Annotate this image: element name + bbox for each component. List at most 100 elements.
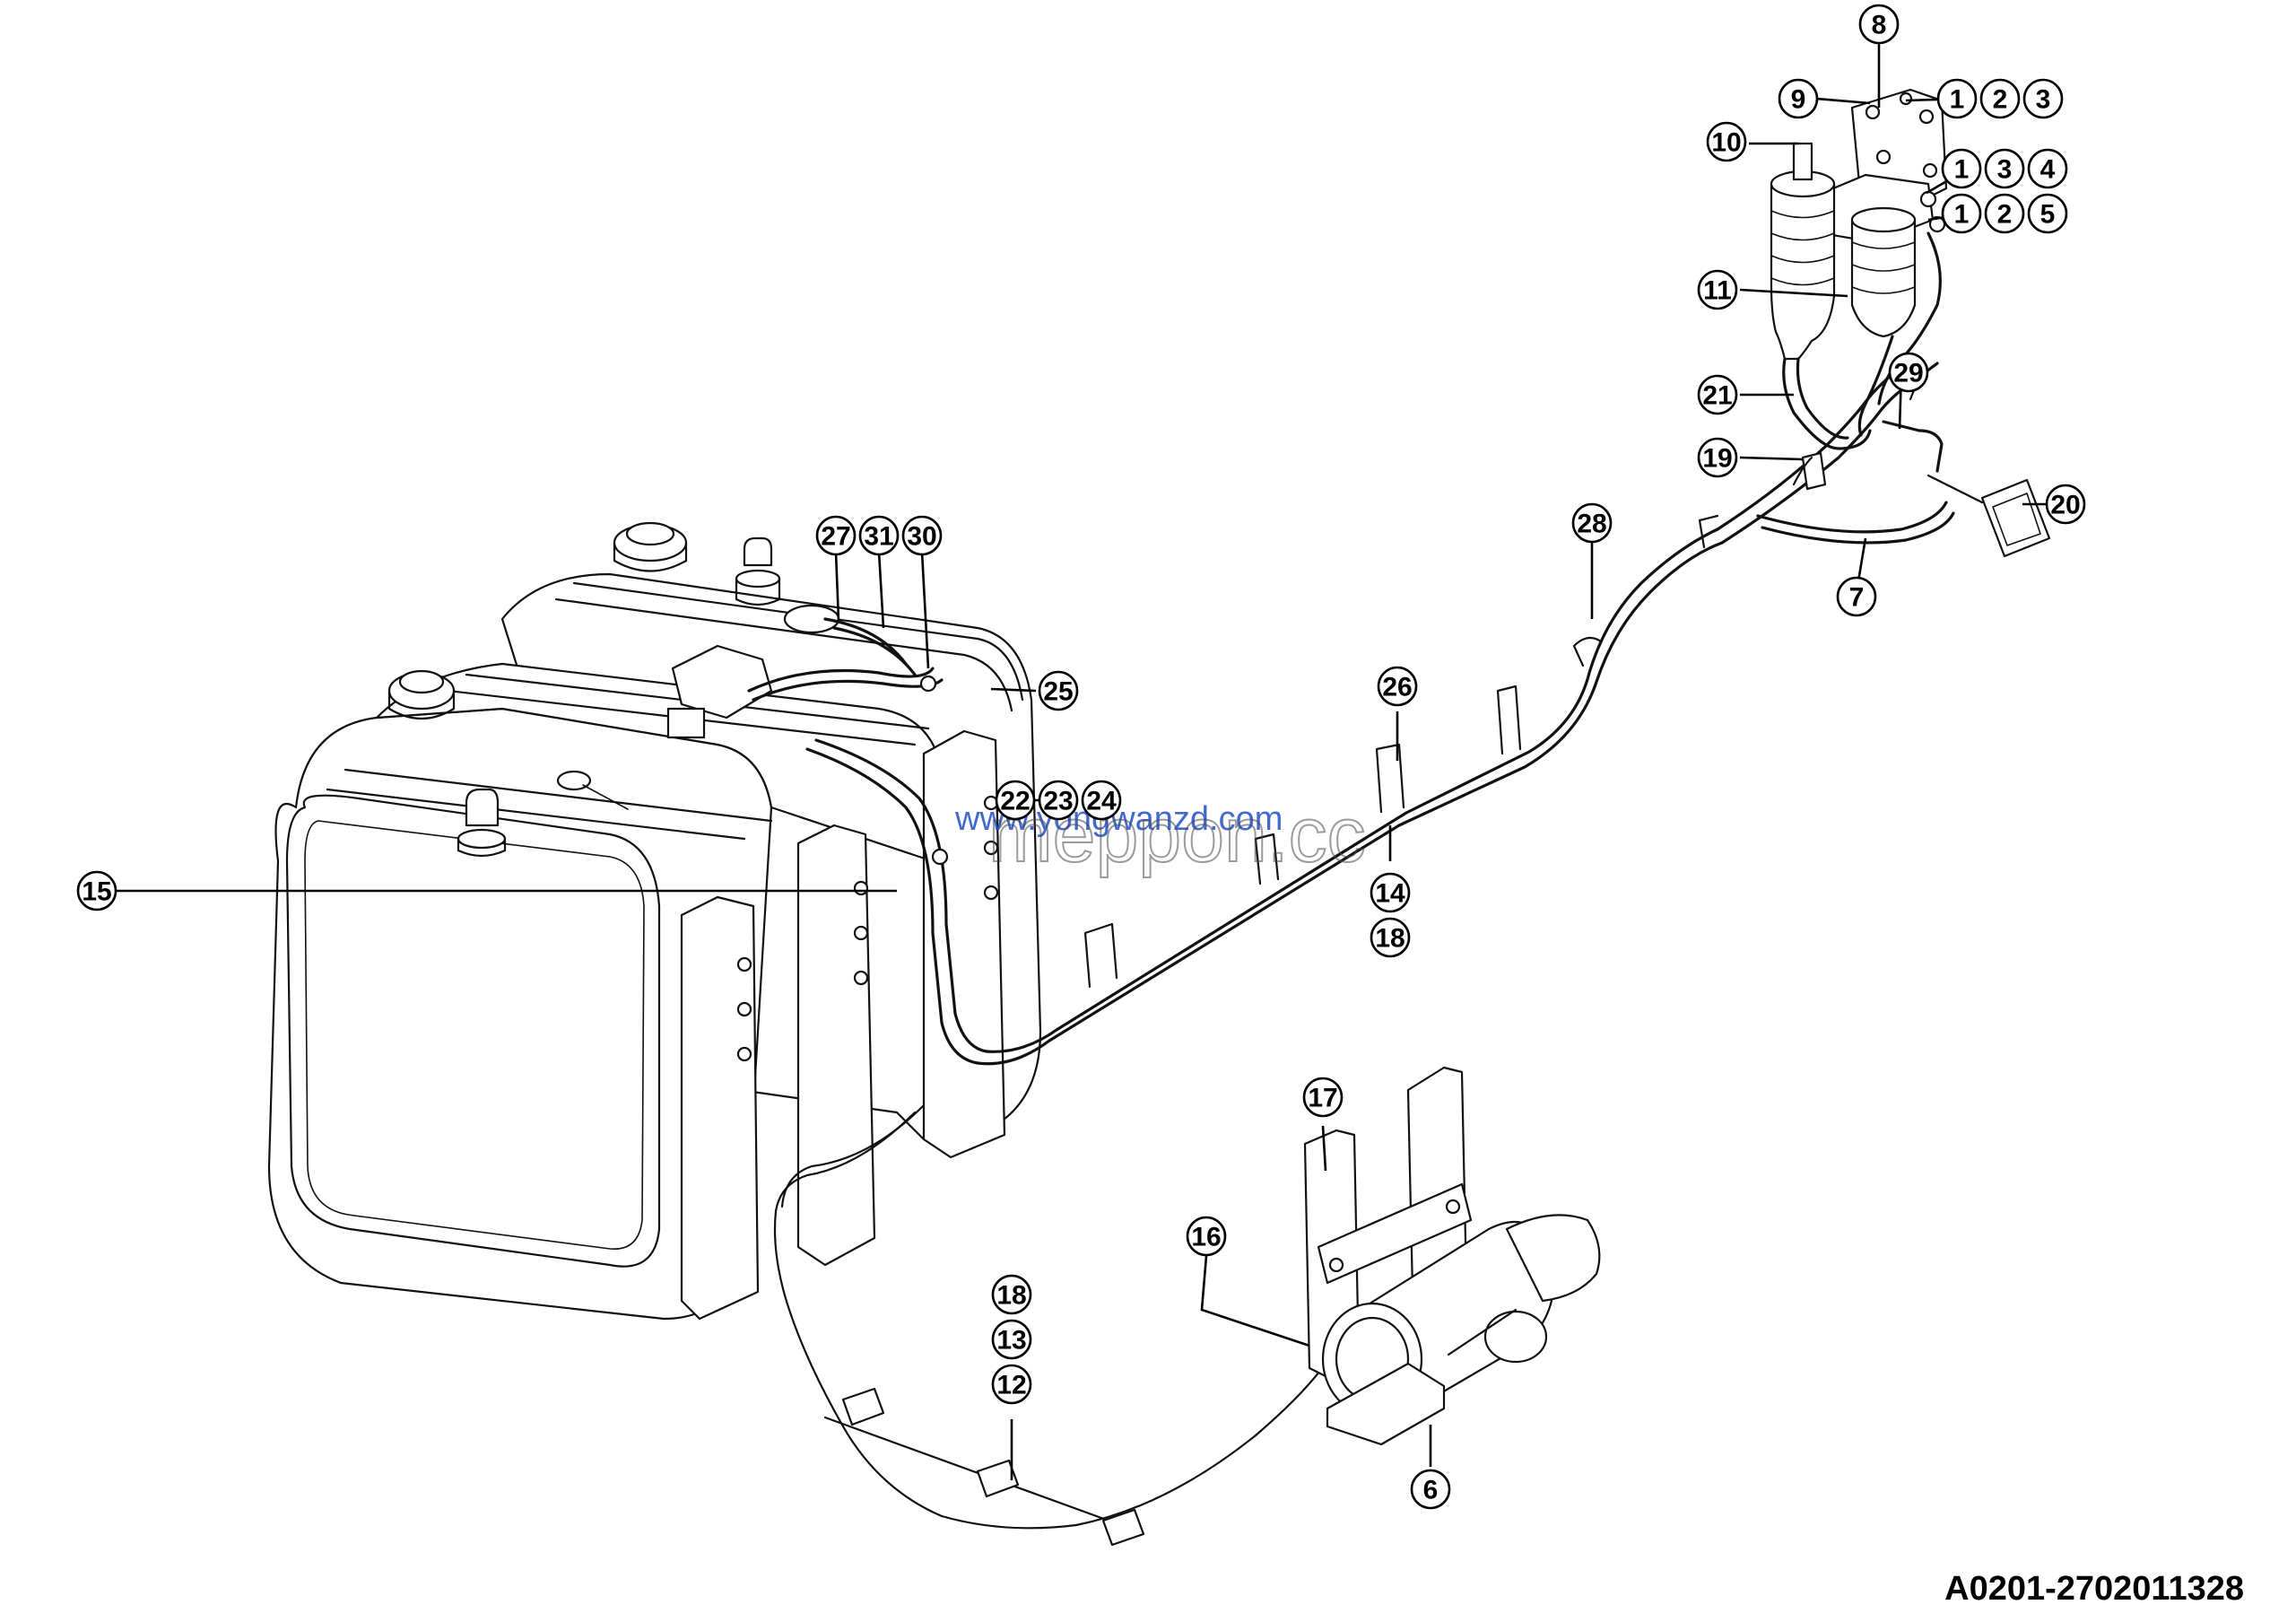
callout-circle xyxy=(991,1364,1032,1405)
callout-number: 2 xyxy=(1997,200,2013,230)
callout-circle xyxy=(1302,1077,1344,1118)
callout-number: 19 xyxy=(1702,444,1732,474)
callout-number: 8 xyxy=(1872,11,1887,40)
fuel-lines xyxy=(976,362,1955,1066)
callout-circle xyxy=(1941,148,1982,189)
callout-number: 18 xyxy=(996,1281,1026,1311)
callout-number: 27 xyxy=(821,522,850,552)
callout-circle xyxy=(815,515,857,556)
callout-number: 28 xyxy=(1577,510,1606,539)
fuel-tank-assembly xyxy=(267,521,1042,1321)
callout-number: 30 xyxy=(907,522,936,552)
callout-7: 7 xyxy=(1836,576,1877,617)
callout-circle xyxy=(2027,148,2068,189)
callout-number: 5 xyxy=(2040,200,2056,230)
callout-number: 20 xyxy=(2050,491,2080,520)
callout-25: 25 xyxy=(1038,670,1079,711)
callout-30: 30 xyxy=(901,515,943,556)
callout-number: 18 xyxy=(1375,924,1405,954)
breather-front xyxy=(457,788,507,858)
callout-circle xyxy=(1186,1216,1227,1257)
callout-12: 12 xyxy=(991,1364,1032,1405)
callout-number: 15 xyxy=(82,877,111,907)
callout-circle xyxy=(1038,670,1079,711)
lower-fuel-line xyxy=(773,1103,1338,1547)
callout-circle xyxy=(901,515,943,556)
callout-circle xyxy=(1571,502,1613,544)
callout-9: 9 xyxy=(1778,78,1819,119)
callout-19: 19 xyxy=(1697,437,1738,478)
callout-number: 13 xyxy=(996,1326,1026,1356)
callout-circle xyxy=(1697,269,1738,310)
callout-circle xyxy=(1936,78,1978,119)
callout-27: 27 xyxy=(815,515,857,556)
callout-circle xyxy=(1984,148,2025,189)
callout-14: 14 xyxy=(1370,872,1411,913)
fuel-sender-unit xyxy=(666,604,840,739)
callout-number: 1 xyxy=(1954,200,1970,230)
callout-number: 24 xyxy=(1086,787,1117,816)
callout-31: 31 xyxy=(858,515,900,556)
callout-circle xyxy=(1410,1469,1451,1510)
callout-17: 17 xyxy=(1302,1077,1344,1118)
callout-number: 11 xyxy=(1703,276,1732,306)
callout-number: 3 xyxy=(2036,85,2051,115)
callout-22-23-24: 22 23 24 xyxy=(995,780,1122,821)
filler-cap-front xyxy=(387,669,456,719)
callout-circle xyxy=(858,515,900,556)
callout-number: 21 xyxy=(1702,381,1732,411)
callout-number: 9 xyxy=(1791,85,1806,115)
callout-number: 7 xyxy=(1849,583,1865,613)
callout-circle xyxy=(1081,780,1122,821)
callout-circle xyxy=(1984,193,2025,234)
callout-circle xyxy=(2027,193,2068,234)
callout-number: 2 xyxy=(1993,85,2008,115)
callout-20: 20 xyxy=(2045,484,2086,525)
callout-circle xyxy=(1778,78,1819,119)
drawing-number: A0201-2702011328 xyxy=(1944,1570,2244,1608)
leader-lines xyxy=(117,24,2049,1480)
callout-circle xyxy=(1941,193,1982,234)
callout-circle xyxy=(2045,484,2086,525)
filler-cap-rear xyxy=(613,521,688,572)
callout-number: 29 xyxy=(1893,359,1923,388)
callout-number: 4 xyxy=(2040,155,2056,185)
callout-circle xyxy=(1697,437,1738,478)
callout-circle xyxy=(1836,576,1877,617)
fuel-filter-assembly xyxy=(1770,88,2051,558)
callout-circle xyxy=(1377,666,1418,707)
callout-circle xyxy=(1888,352,1929,393)
callout-number: 16 xyxy=(1191,1223,1221,1252)
callout-15: 15 xyxy=(76,870,117,911)
callout-number: 17 xyxy=(1308,1084,1337,1113)
callout-number: 22 xyxy=(1000,787,1030,816)
callout-circle xyxy=(1697,374,1738,415)
callout-21: 21 xyxy=(1697,374,1738,415)
callout-number: 23 xyxy=(1043,787,1073,816)
callout-circle xyxy=(1979,78,2021,119)
callout-circle xyxy=(1038,780,1079,821)
callout-28: 28 xyxy=(1571,502,1613,544)
callout-11: 11 xyxy=(1697,269,1738,310)
breather-rear xyxy=(735,536,781,606)
callout-number: 25 xyxy=(1043,677,1073,707)
callout-circle xyxy=(991,1319,1032,1360)
callout-number: 3 xyxy=(1997,155,2013,185)
callout-8: 8 xyxy=(1858,4,1900,45)
callout-circle xyxy=(1370,917,1411,958)
callout-number: 6 xyxy=(1423,1476,1439,1505)
callout-number: 14 xyxy=(1375,879,1405,909)
callout-16: 16 xyxy=(1186,1216,1227,1257)
callout-18: 18 xyxy=(991,1274,1032,1315)
callout-circle xyxy=(991,1274,1032,1315)
callout-circle xyxy=(76,870,117,911)
callout-circle xyxy=(1370,872,1411,913)
callout-10: 10 xyxy=(1706,121,1747,162)
callout-29: 29 xyxy=(1888,352,1929,393)
feed-pump-assembly xyxy=(1303,1066,1601,1446)
callout-number: 10 xyxy=(1711,128,1741,158)
